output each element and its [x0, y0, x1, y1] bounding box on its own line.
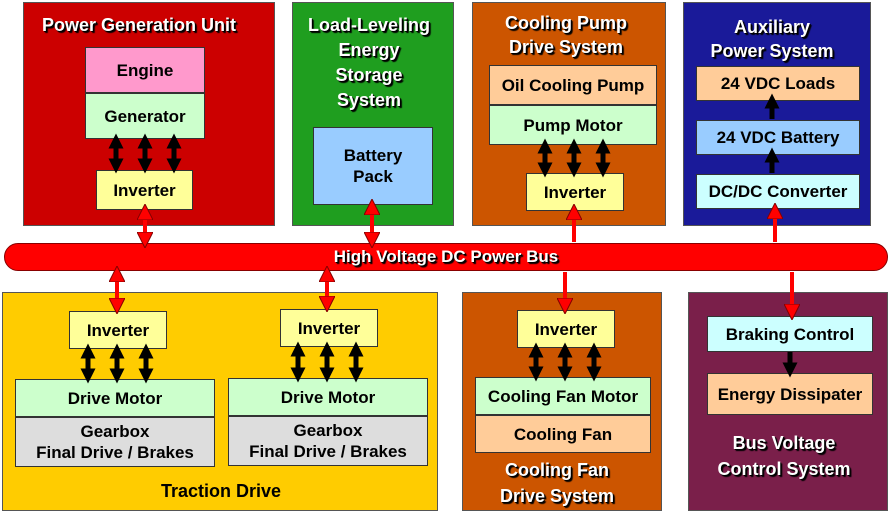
- cooling-fan-box[interactable]: Cooling Fan: [475, 415, 651, 453]
- power-generation-unit: Power Generation Unit Engine Generator I…: [23, 2, 275, 226]
- traction-right-gearbox-box[interactable]: Gearbox Final Drive / Brakes: [228, 416, 428, 466]
- pgu-inverter-box[interactable]: Inverter: [96, 170, 193, 210]
- auxiliary-title: Auxiliary Power System: [710, 17, 834, 61]
- bus-voltage-title: Bus Voltage Control System: [717, 433, 851, 479]
- traction-right-drive-motor-box[interactable]: Drive Motor: [228, 378, 428, 416]
- traction-drive-title: Traction Drive: [160, 481, 282, 501]
- 24vdc-battery-box[interactable]: 24 VDC Battery: [696, 120, 860, 155]
- braking-control-box[interactable]: Braking Control: [707, 316, 873, 352]
- load-leveling-energy-storage-system: Load-Leveling Energy Storage System Batt…: [292, 2, 454, 226]
- fan-inverter-box[interactable]: Inverter: [517, 310, 615, 348]
- battery-pack-box[interactable]: Battery Pack: [313, 127, 433, 205]
- cooling-pump-title: Cooling Pump Drive System: [505, 13, 627, 57]
- load-leveling-title: Load-Leveling Energy Storage System: [307, 15, 430, 110]
- energy-dissipater-box[interactable]: Energy Dissipater: [707, 373, 873, 415]
- traction-right-inverter-box[interactable]: Inverter: [280, 309, 378, 347]
- dcdc-converter-box[interactable]: DC/DC Converter: [696, 174, 860, 209]
- 24vdc-loads-box[interactable]: 24 VDC Loads: [696, 66, 860, 101]
- cooling-pump-drive-system: Cooling Pump Drive System Oil Cooling Pu…: [472, 2, 666, 226]
- cooling-fan-drive-system: Inverter Cooling Fan Motor Cooling Fan C…: [462, 292, 662, 511]
- pump-inverter-box[interactable]: Inverter: [526, 173, 624, 211]
- traction-left-inverter-box[interactable]: Inverter: [69, 311, 167, 349]
- engine-box[interactable]: Engine: [85, 47, 205, 93]
- power-generation-title: Power Generation Unit: [41, 15, 237, 35]
- oil-cooling-pump-box[interactable]: Oil Cooling Pump: [489, 65, 657, 105]
- generator-box[interactable]: Generator: [85, 93, 205, 139]
- auxiliary-power-system: Auxiliary Power System 24 VDC Loads 24 V…: [683, 2, 871, 226]
- pump-motor-box[interactable]: Pump Motor: [489, 105, 657, 145]
- bus-voltage-control-system: Braking Control Energy Dissipater Bus Vo…: [688, 292, 888, 511]
- traction-left-gearbox-box[interactable]: Gearbox Final Drive / Brakes: [15, 417, 215, 467]
- high-voltage-dc-power-bus: High Voltage DC Power Bus: [4, 243, 888, 271]
- traction-left-drive-motor-box[interactable]: Drive Motor: [15, 379, 215, 417]
- cooling-fan-title: Cooling Fan Drive System: [499, 460, 615, 506]
- cooling-fan-motor-box[interactable]: Cooling Fan Motor: [475, 377, 651, 415]
- traction-drive: Inverter Drive Motor Gearbox Final Drive…: [2, 292, 438, 511]
